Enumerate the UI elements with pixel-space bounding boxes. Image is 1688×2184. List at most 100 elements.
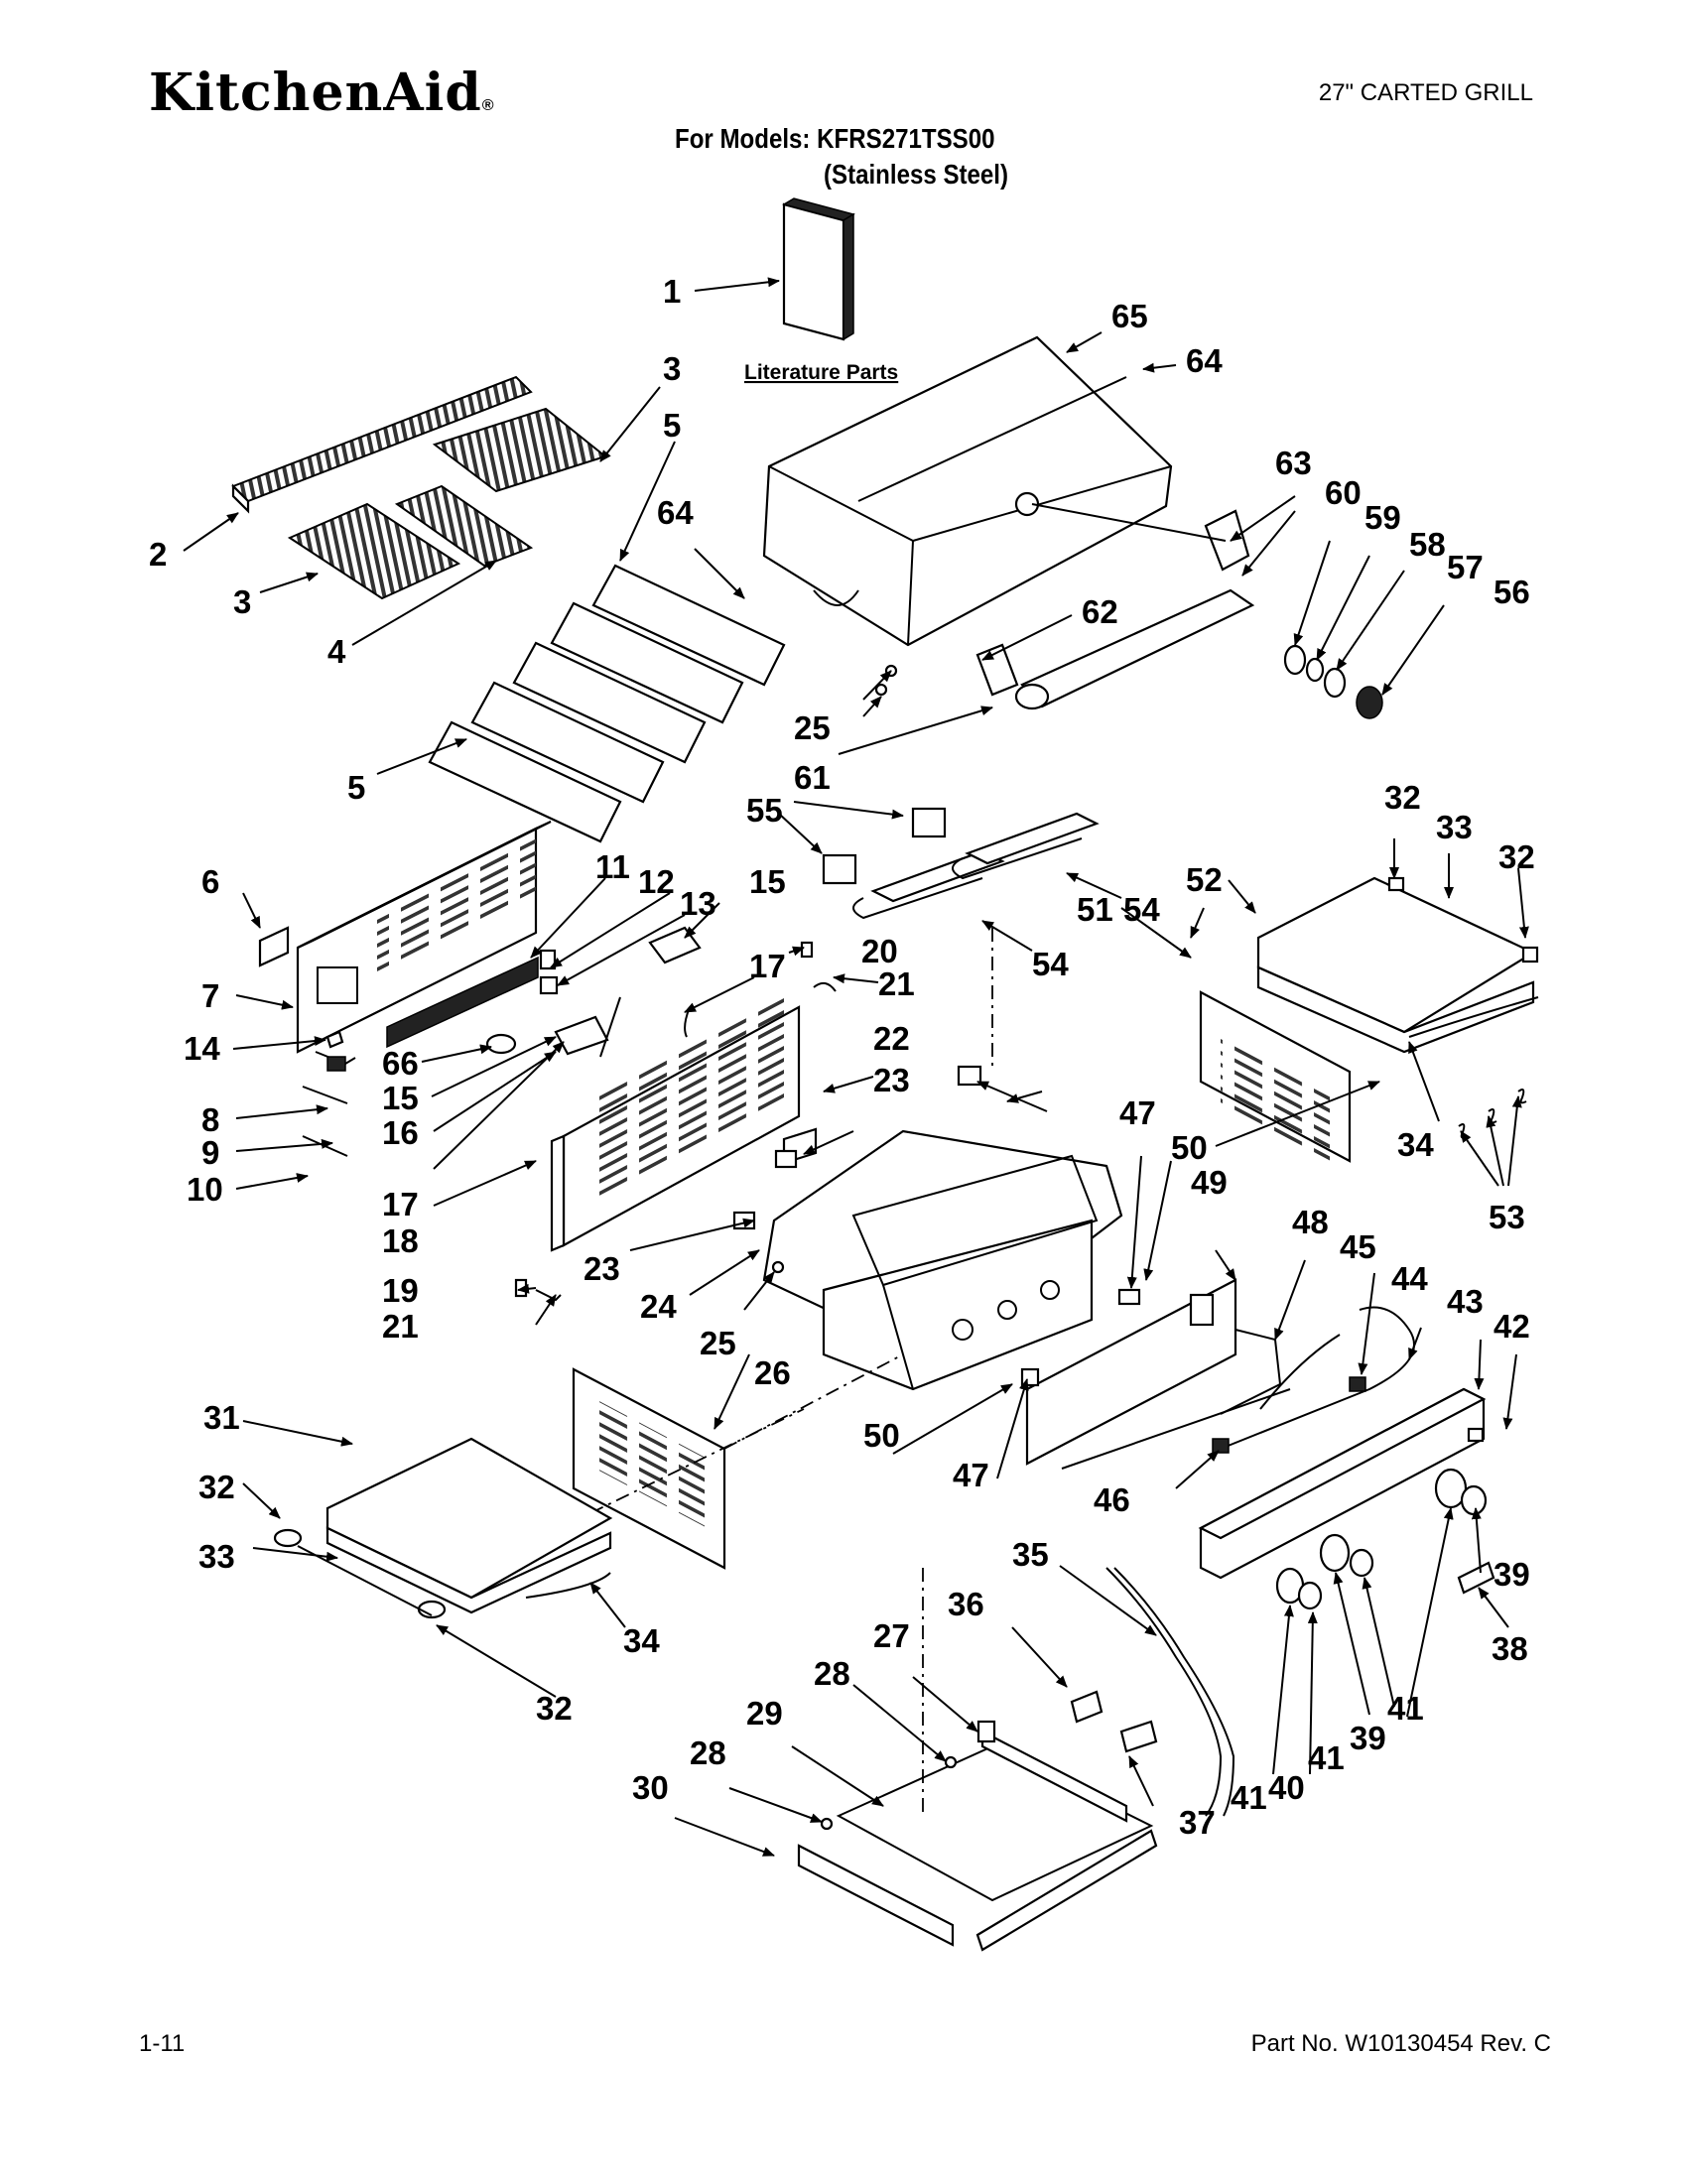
callout-3a: 3 — [663, 350, 681, 387]
callout-66: 66 — [382, 1045, 419, 1082]
callout-59: 59 — [1364, 499, 1401, 536]
callout-37: 37 — [1179, 1804, 1216, 1841]
callout-41c: 41 — [1231, 1779, 1267, 1816]
part-wire-harness — [1105, 1567, 1235, 1817]
callout-53: 53 — [1489, 1199, 1525, 1235]
part-vent-grille — [386, 956, 539, 1049]
callout-60: 60 — [1325, 474, 1362, 511]
callout-40: 40 — [1268, 1769, 1305, 1806]
brand-name: KitchenAid — [149, 63, 482, 123]
callout-34a: 34 — [1397, 1126, 1434, 1163]
part-mount-brackets — [732, 664, 982, 1274]
document-part-number: Part No. W10130454 Rev. C — [1250, 2030, 1551, 2057]
callout-5a: 5 — [663, 407, 681, 444]
callout-17a: 17 — [749, 948, 786, 984]
callout-3b: 3 — [233, 583, 251, 620]
callout-2: 2 — [149, 536, 167, 573]
part-left-end-panel — [572, 1367, 726, 1570]
callout-54b: 54 — [1032, 946, 1069, 982]
callout-32b: 32 — [1498, 838, 1535, 875]
callout-44: 44 — [1391, 1260, 1428, 1297]
callout-64a: 64 — [1186, 342, 1223, 379]
callout-23b: 23 — [584, 1250, 620, 1287]
callout-47b: 47 — [953, 1457, 989, 1493]
product-title: 27" CARTED GRILL — [1318, 79, 1533, 106]
callout-26: 26 — [754, 1354, 791, 1391]
callout-50b: 50 — [863, 1417, 900, 1454]
part-thermometer-stack — [1283, 644, 1383, 719]
callout-61: 61 — [794, 759, 831, 796]
part-left-shelf — [273, 1437, 613, 1619]
part-latch-blocks — [1070, 1690, 1158, 1753]
callout-50a: 50 — [1171, 1129, 1208, 1166]
part-lid — [762, 335, 1173, 647]
callout-56: 56 — [1493, 574, 1530, 610]
callout-10: 10 — [187, 1171, 223, 1208]
callout-29: 29 — [746, 1695, 783, 1732]
callout-15b: 15 — [382, 1080, 419, 1116]
callout-64b: 64 — [657, 494, 694, 531]
part-right-end-panel — [1199, 990, 1352, 1165]
part-lid-handle — [975, 503, 1255, 710]
callout-48: 48 — [1292, 1204, 1329, 1240]
brand-logo: KitchenAid® — [149, 67, 495, 119]
callout-22: 22 — [873, 1020, 910, 1057]
callout-24: 24 — [640, 1288, 677, 1325]
callout-31: 31 — [203, 1399, 240, 1436]
callout-numbers: 1 2 3 3 4 5 5 6 7 8 9 10 11 12 13 14 15 … — [149, 273, 1535, 1841]
callout-15a: 15 — [749, 863, 786, 900]
callout-30: 30 — [632, 1769, 669, 1806]
callout-14: 14 — [184, 1030, 220, 1067]
callout-19: 19 — [382, 1272, 419, 1309]
callout-41a: 41 — [1387, 1690, 1424, 1727]
callout-43: 43 — [1447, 1283, 1484, 1320]
callout-18: 18 — [382, 1222, 419, 1259]
callout-39b: 39 — [1350, 1720, 1386, 1756]
callout-51: 51 — [1077, 891, 1113, 928]
part-ignition-wires — [1061, 1306, 1415, 1470]
part-knobs — [1275, 1468, 1495, 1610]
callout-58: 58 — [1409, 526, 1446, 563]
callout-23a: 23 — [873, 1062, 910, 1098]
part-flavorizer-bars — [428, 564, 786, 843]
part-literature-booklet — [782, 197, 855, 341]
callout-62: 62 — [1082, 593, 1118, 630]
callout-20: 20 — [861, 933, 898, 969]
callout-42: 42 — [1493, 1308, 1530, 1345]
callout-32c: 32 — [198, 1469, 235, 1505]
callout-39a: 39 — [1493, 1556, 1530, 1593]
page-number: 1-11 — [139, 2030, 186, 2057]
part-side-panel — [550, 990, 801, 1252]
part-small-tag — [258, 926, 290, 967]
callout-33b: 33 — [198, 1538, 235, 1575]
callout-28b: 28 — [690, 1734, 726, 1771]
part-warming-rack — [231, 375, 533, 514]
callout-32a: 32 — [1384, 779, 1421, 816]
part-control-panel — [1198, 1387, 1487, 1580]
literature-parts-label: Literature Parts — [744, 361, 898, 384]
part-small-grate — [394, 484, 534, 568]
callout-1: 1 — [663, 273, 681, 310]
callout-38: 38 — [1492, 1630, 1528, 1667]
callout-7: 7 — [201, 977, 219, 1014]
callout-21a: 21 — [878, 965, 915, 1002]
finish-line: (Stainless Steel) — [824, 159, 1009, 190]
callout-leaders — [183, 277, 1529, 1857]
callout-21b: 21 — [382, 1308, 419, 1345]
callout-57: 57 — [1447, 549, 1484, 585]
callout-46: 46 — [1094, 1481, 1130, 1518]
callout-34b: 34 — [623, 1622, 660, 1659]
models-line: For Models: KFRS271TSS00 — [675, 123, 995, 154]
callout-17b: 17 — [382, 1186, 419, 1222]
callout-25a: 25 — [794, 709, 831, 746]
callout-4: 4 — [327, 633, 346, 670]
callout-52: 52 — [1186, 861, 1223, 898]
callout-35: 35 — [1012, 1536, 1049, 1573]
callout-12: 12 — [638, 863, 675, 900]
callout-25b: 25 — [700, 1325, 736, 1361]
callout-13: 13 — [680, 885, 716, 922]
part-rear-panel — [296, 821, 552, 1054]
callout-36: 36 — [948, 1586, 984, 1622]
callout-45: 45 — [1340, 1228, 1376, 1265]
